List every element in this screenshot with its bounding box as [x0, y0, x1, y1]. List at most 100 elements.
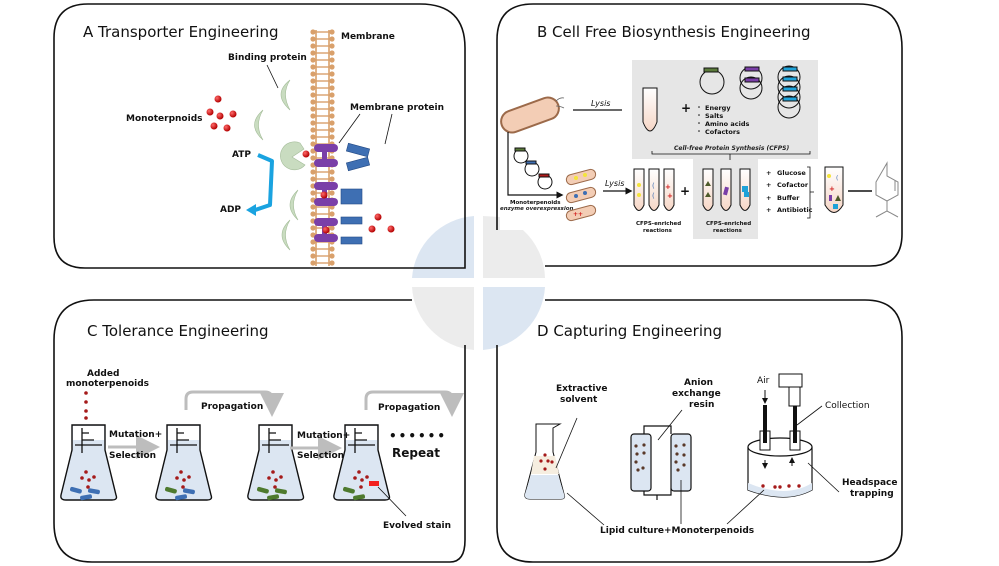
additives-list: +Glucose +Cofactor +Buffer +Antibiotic: [766, 169, 813, 214]
overexpression-axis: [507, 132, 564, 199]
cell: [175, 494, 188, 501]
propagation-arrow-2: [364, 390, 464, 417]
added-label-1: Added: [87, 369, 119, 379]
plasmids: [699, 65, 801, 119]
quadrant-bottom-left: [412, 287, 474, 350]
cfps-enriched-label-1a: CFPS-enriched: [636, 221, 681, 227]
lipid-head: [310, 169, 316, 175]
cell: [182, 488, 195, 495]
atp-arrowhead-icon: [246, 204, 256, 216]
lipid-head: [329, 134, 335, 140]
lipid-head: [310, 225, 316, 231]
lipid-head: [329, 176, 335, 182]
panel-d-title: D Capturing Engineering: [537, 322, 722, 340]
svg-text:+: +: [829, 185, 835, 193]
binding-protein-crescent: [289, 189, 299, 221]
lipid-head: [329, 57, 335, 63]
flasks: [60, 424, 391, 501]
lysis-label-bottom: Lysis: [605, 179, 624, 188]
atp-adp-arrow: [251, 153, 274, 213]
lipid-head: [329, 99, 335, 105]
lipid-head: [310, 120, 316, 126]
lipid-head: [329, 71, 335, 77]
cfps-label: Cell-free Protein Synthesis (CFPS): [674, 145, 789, 152]
enriched-tubes-1: [633, 168, 675, 211]
lipid-head: [310, 43, 316, 49]
extractive-flask: [524, 423, 566, 500]
svg-text:Buffer: Buffer: [777, 194, 800, 202]
center-quadrant-logo: [412, 216, 545, 350]
cell: [353, 494, 366, 501]
flask: [60, 424, 118, 501]
svg-text:+: +: [766, 194, 771, 202]
lipid-head: [329, 43, 335, 49]
svg-text:Energy: Energy: [705, 104, 731, 112]
panel-a: A Transporter Engineering Membrane Bindi…: [53, 3, 466, 269]
lipid-head: [310, 106, 316, 112]
cell: [165, 486, 177, 494]
lipid-head: [329, 260, 335, 266]
final-reaction-tube: [824, 166, 844, 213]
cell: [70, 486, 82, 494]
lipid-culture-label: Lipid culture+Monoterpenoids: [600, 526, 754, 536]
propagation-label-2: Propagation: [378, 403, 440, 413]
anion-label-3: resin: [689, 400, 714, 410]
anion-exchange-columns: [630, 425, 692, 500]
svg-text:Cofactors: Cofactors: [705, 128, 740, 136]
lipid-head: [329, 85, 335, 91]
panel-d-border: [496, 299, 903, 563]
lipid-head: [329, 29, 335, 35]
evolved-strain-icon: [369, 481, 379, 486]
repeat-label: Repeat: [392, 446, 440, 460]
panel-c-title: C Tolerance Engineering: [87, 322, 269, 340]
svg-text:+: +: [665, 183, 671, 191]
lipid-head: [310, 78, 316, 84]
repeat-dots: ••••••: [389, 429, 447, 443]
binding-protein-pacman: [280, 141, 306, 171]
headspace-apparatus: [747, 373, 813, 498]
selection-label-1: Selection: [109, 451, 156, 461]
panel-b-border: [496, 3, 903, 267]
lipid-head: [329, 78, 335, 84]
plus-icon: +: [680, 184, 690, 198]
binding-protein-crescent: [254, 109, 264, 141]
lipid-head: [310, 253, 316, 259]
lipid-head: [329, 113, 335, 119]
panel-a-border: [53, 3, 466, 269]
lipid-head: [310, 127, 316, 133]
lipid-head: [310, 232, 316, 238]
lipid-head: [310, 141, 316, 147]
transporter-proteins: [314, 144, 338, 242]
lipid-head: [329, 120, 335, 126]
limonene-structure-icon: [875, 161, 899, 218]
lipid-head: [329, 169, 335, 175]
air-label: Air: [757, 376, 770, 386]
extractive-label-1: Extractive: [556, 384, 607, 394]
cell: [274, 488, 287, 495]
panel-c-border: [53, 299, 466, 563]
atp-label: ATP: [232, 150, 251, 160]
cfps-bracket: [651, 151, 811, 160]
binding-protein-crescent: [281, 219, 291, 251]
lipid-head: [310, 92, 316, 98]
svg-text:+: +: [766, 169, 771, 177]
cell: [80, 494, 93, 501]
lysis-label-top: Lysis: [591, 99, 610, 108]
panel-d: D Capturing Engineering Extractive solve…: [496, 299, 903, 563]
binding-protein-crescent: [280, 79, 291, 111]
lipid-head: [310, 71, 316, 77]
lipid-head: [310, 239, 316, 245]
cell: [87, 488, 100, 495]
binding-proteins: [254, 79, 306, 251]
lipid-head: [329, 92, 335, 98]
lipid-head: [329, 225, 335, 231]
bacterial-cell: [500, 96, 565, 134]
lipid-head: [310, 57, 316, 63]
mutation-label-2: Mutation+: [297, 431, 350, 441]
lipid-head: [310, 50, 316, 56]
plus-icon: +: [681, 101, 691, 115]
cfps-enriched-label-2b: reactions: [713, 228, 743, 234]
adp-label: ADP: [220, 205, 241, 215]
panel-b: B Cell Free Biosynthesis Engineering Lys…: [496, 3, 903, 267]
